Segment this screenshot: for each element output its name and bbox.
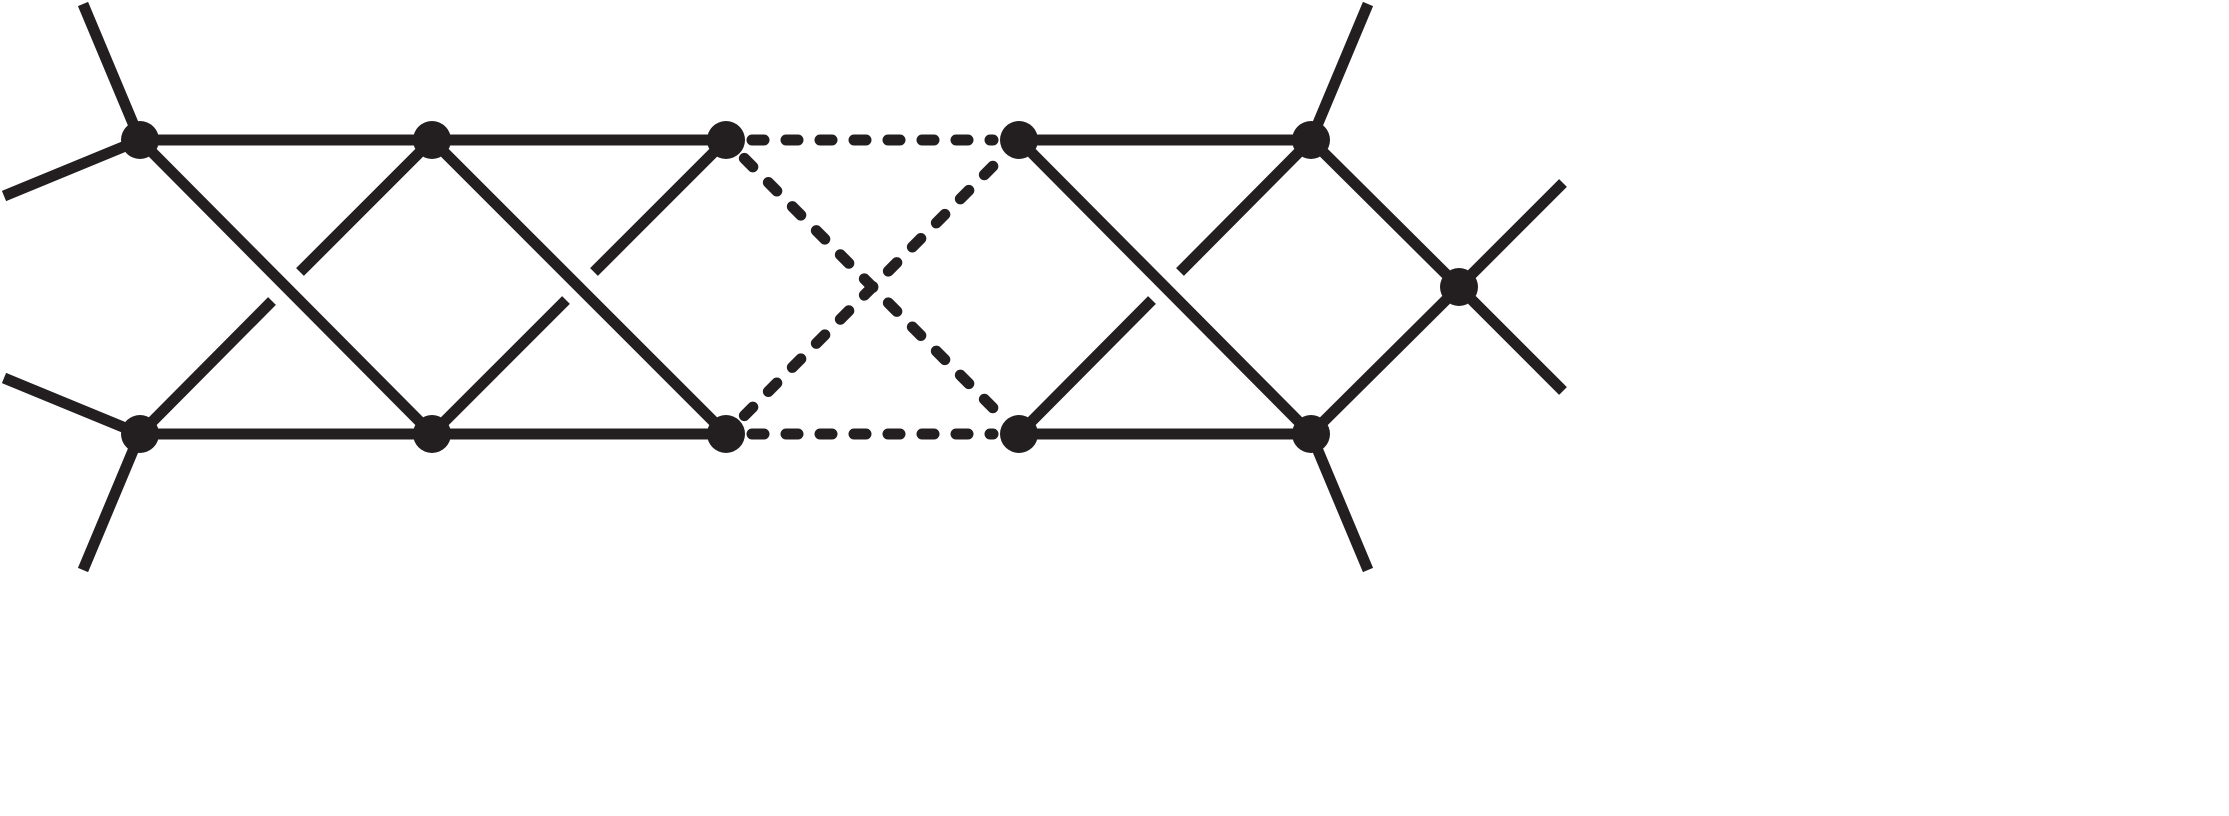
leg-a-left	[1, 134, 143, 202]
stub-g-up	[428, 296, 570, 438]
edge-b-h	[428, 136, 730, 438]
leg-f-left	[1, 372, 143, 440]
graph-edges	[136, 134, 1463, 440]
node-i	[1000, 415, 1038, 453]
stub-c-down	[590, 136, 730, 276]
stub-e-down	[1176, 136, 1315, 276]
node-f	[121, 415, 159, 453]
leg-e-upper	[1305, 1, 1374, 143]
node-h	[707, 415, 745, 453]
node-k	[1440, 268, 1478, 306]
leg-k-lower	[1455, 283, 1567, 395]
stub-b-down	[296, 136, 436, 276]
leg-j-lower	[1305, 431, 1374, 573]
stub-i-up	[1015, 296, 1156, 438]
graph-edge-stubs	[1, 1, 1567, 573]
node-d	[1000, 121, 1038, 159]
stub-f-up	[136, 297, 276, 438]
graph-nodes	[121, 121, 1478, 453]
leg-k-upper	[1455, 179, 1567, 291]
edge-j-k	[1307, 283, 1463, 438]
node-g	[413, 415, 451, 453]
leg-f-lower	[77, 431, 146, 573]
node-c	[707, 121, 745, 159]
node-a	[121, 121, 159, 159]
edge-d-j	[1015, 136, 1315, 438]
edge-a-g	[136, 136, 436, 438]
node-b	[413, 121, 451, 159]
edge-e-k	[1307, 136, 1463, 291]
edge-h-d	[738, 152, 1007, 422]
node-j	[1292, 415, 1330, 453]
node-e	[1292, 121, 1330, 159]
leg-a-upper	[77, 1, 146, 143]
